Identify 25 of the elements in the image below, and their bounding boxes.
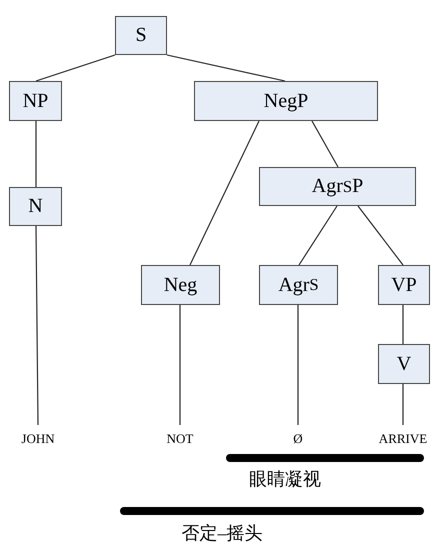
tree-branch-line bbox=[402, 384, 404, 425]
span-label: 否定–摇头 bbox=[182, 522, 262, 544]
tree-branch-line bbox=[166, 54, 286, 82]
word-label: NOT bbox=[166, 431, 194, 447]
word-label: Ø bbox=[293, 431, 303, 447]
tree-branch-line bbox=[36, 54, 116, 82]
tree-node-box: N bbox=[9, 187, 62, 226]
span-label: 眼睛凝视 bbox=[249, 468, 321, 490]
tree-branch-line bbox=[358, 206, 404, 266]
tree-branch-line bbox=[179, 305, 181, 425]
tree-node-box: Neg bbox=[141, 265, 220, 305]
tree-branch-line bbox=[312, 120, 338, 168]
tree-branch-line bbox=[190, 120, 260, 266]
tree-node-box: V bbox=[378, 344, 430, 384]
tree-node-box: VP bbox=[378, 265, 430, 305]
tree-node-box: NegP bbox=[194, 81, 378, 121]
tree-node-box: NP bbox=[9, 81, 62, 121]
tree-branch-line bbox=[402, 305, 404, 344]
word-label: ARRIVE bbox=[378, 431, 428, 447]
tree-branch-line bbox=[297, 305, 299, 425]
tree-branch-line bbox=[35, 121, 37, 187]
tree-branch-line bbox=[298, 206, 338, 266]
word-label: JOHN bbox=[21, 431, 55, 447]
tree-node-box: S bbox=[115, 16, 167, 55]
tree-branch-line bbox=[35, 226, 39, 425]
